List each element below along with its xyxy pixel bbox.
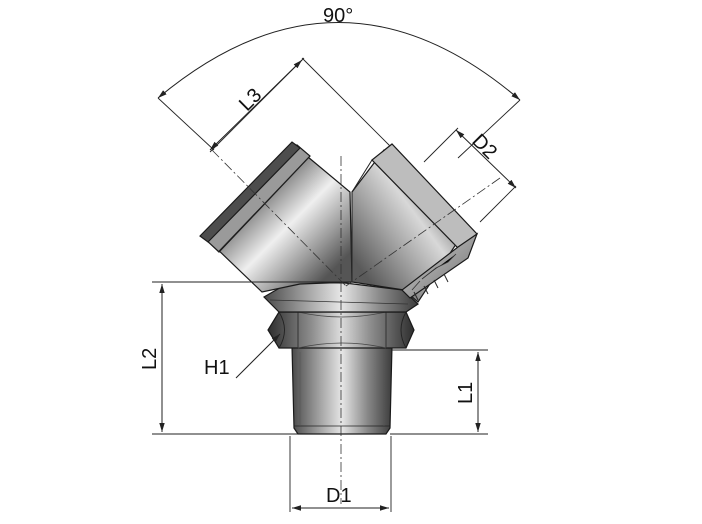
center-lines xyxy=(211,149,501,504)
right-branch xyxy=(351,143,479,303)
hex-nut xyxy=(267,311,415,349)
l1-label: L1 xyxy=(455,382,477,404)
d1-dimension: D1 xyxy=(289,436,392,512)
threaded-spigot xyxy=(291,345,393,435)
d1-label: D1 xyxy=(326,485,352,507)
h1-label: H1 xyxy=(204,357,230,379)
angle-label: 90° xyxy=(323,5,353,27)
h1-dimension: H1 xyxy=(204,333,281,379)
fitting-part xyxy=(199,141,479,435)
l1-dimension: L1 xyxy=(390,349,488,435)
l2-label: L2 xyxy=(139,348,161,370)
d2-label: D2 xyxy=(467,130,501,164)
l3-label: L3 xyxy=(235,84,266,115)
l2-dimension: L2 xyxy=(139,281,346,435)
angle-dimension: 90° xyxy=(157,5,521,159)
l3-dimension: L3 xyxy=(209,59,303,151)
